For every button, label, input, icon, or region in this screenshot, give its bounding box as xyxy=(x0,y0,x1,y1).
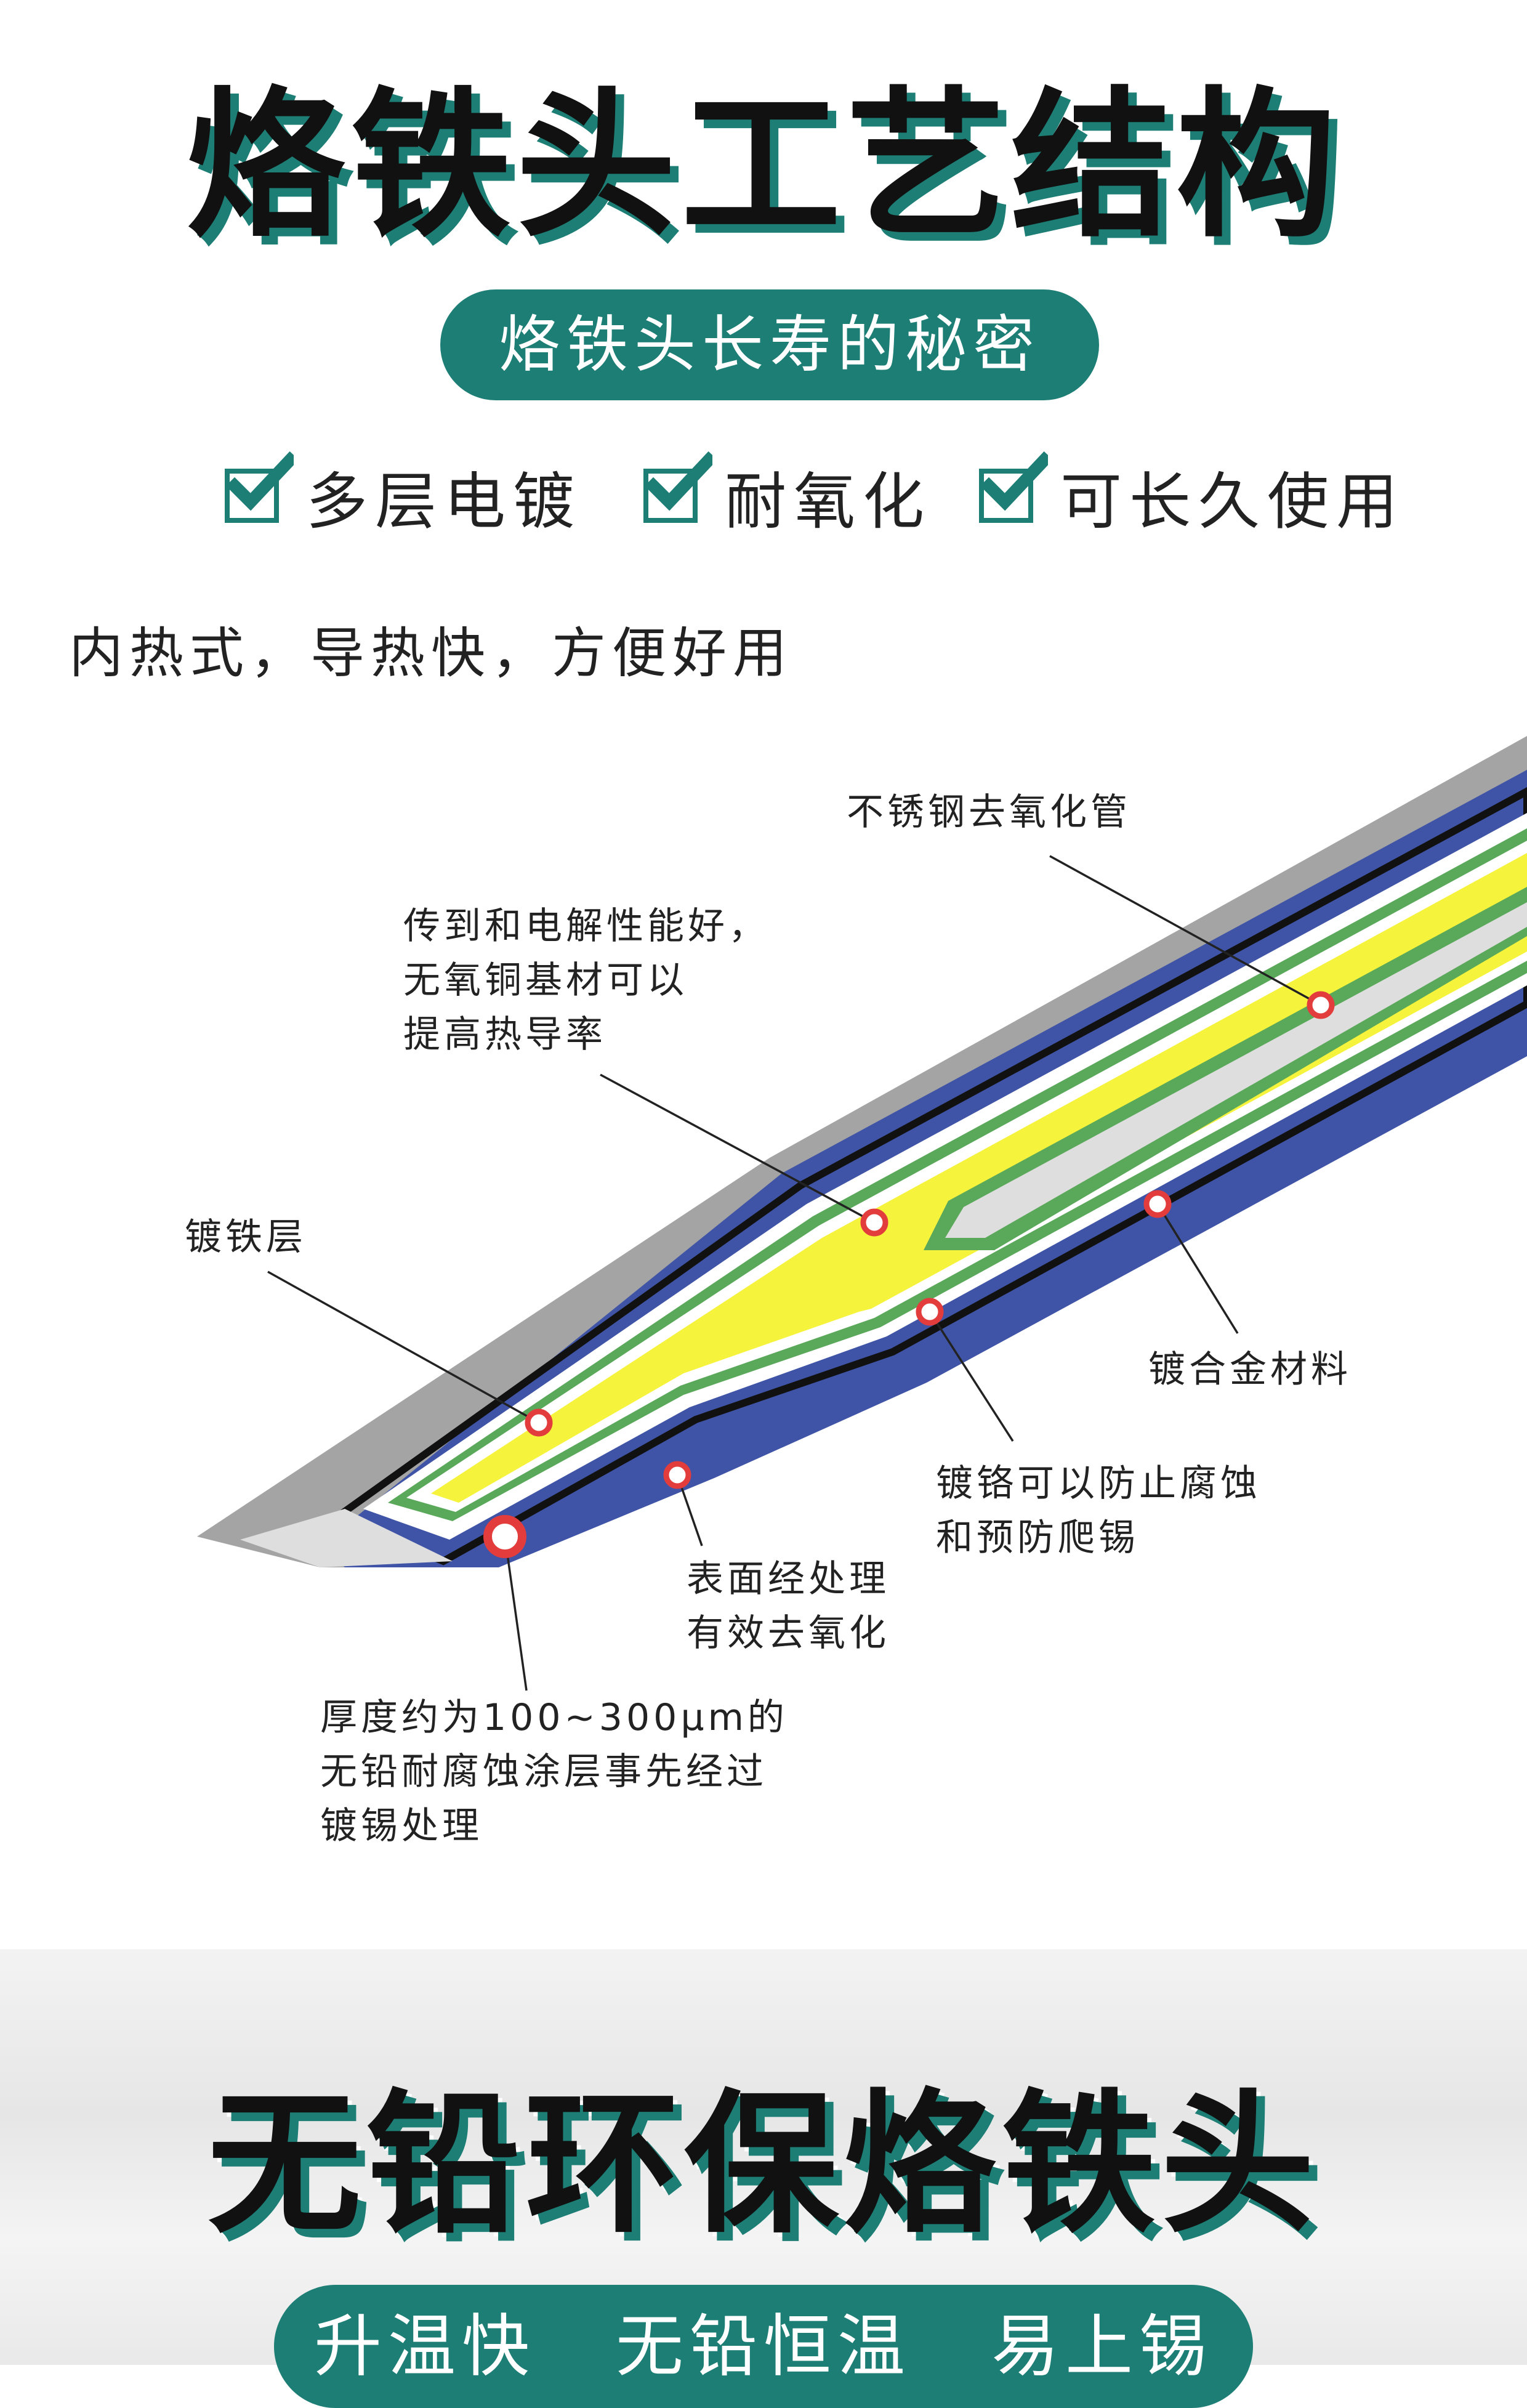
marker-copper-base xyxy=(860,1208,888,1237)
footer-title: 无铅环保烙铁头 xyxy=(207,2075,1320,2254)
tip-gray-wedge xyxy=(240,1509,453,1567)
marker-surface xyxy=(663,1461,691,1489)
feature-label: 多层电镀 xyxy=(306,465,582,538)
leader-lines xyxy=(267,855,1321,1691)
label-line: 提高热导率 xyxy=(403,1013,606,1056)
label-iron-layer: 镀铁层 xyxy=(185,1216,307,1259)
label-alloy-material: 镀合金材料 xyxy=(1148,1348,1352,1391)
marker-stainless-tube xyxy=(1307,991,1335,1019)
label-line: 表面经处理 xyxy=(687,1558,890,1601)
footer-feature: 易上锡 xyxy=(991,2307,1213,2386)
marker-chrome xyxy=(916,1298,944,1326)
checkmark-icon xyxy=(643,451,712,523)
label-line: 有效去氧化 xyxy=(687,1612,890,1655)
marker-alloy xyxy=(1143,1190,1172,1218)
label-stainless-tube: 不锈钢去氧化管 xyxy=(847,791,1131,834)
label-surface-treatment: 表面经处理 有效去氧化 xyxy=(687,1552,890,1660)
intro-text: 内热式，导热快，方便好用 xyxy=(69,621,794,685)
page-title: 烙铁头工艺结构 xyxy=(186,73,1341,259)
feature-item-oxidation: 耐氧化 xyxy=(643,451,932,539)
marker-iron-layer xyxy=(525,1408,553,1437)
feature-label: 耐氧化 xyxy=(725,465,932,538)
subtitle-pill: 烙铁头长寿的秘密 xyxy=(440,289,1099,400)
label-line: 传到和电解性能好， xyxy=(403,905,769,948)
label-line: 和预防爬锡 xyxy=(936,1516,1139,1559)
label-tin-coating: 厚度约为100~300μm的 无铅耐腐蚀涂层事先经过 镀锡处理 xyxy=(320,1691,788,1853)
label-line: 厚度约为100~300μm的 xyxy=(320,1696,788,1739)
callout-markers xyxy=(483,991,1335,1558)
footer-feature: 升温快 xyxy=(314,2307,536,2386)
stainless-tube xyxy=(945,902,1527,1238)
label-copper-base: 传到和电解性能好， 无氧铜基材可以 提高热导率 xyxy=(403,899,769,1062)
feature-label: 可长久使用 xyxy=(1060,465,1405,538)
footer-feature-pill: 升温快 无铅恒温 易上锡 xyxy=(274,2285,1253,2408)
label-line: 无铅耐腐蚀涂层事先经过 xyxy=(320,1750,767,1793)
checkmark-icon xyxy=(979,451,1048,523)
label-line: 镀铬可以防止腐蚀 xyxy=(936,1462,1261,1505)
label-line: 镀锡处理 xyxy=(320,1804,483,1848)
feature-item-multilayer: 多层电镀 xyxy=(225,451,582,539)
tip-cross-section-diagram xyxy=(197,736,1527,1691)
label-line: 无氧铜基材可以 xyxy=(403,959,688,1002)
label-chrome-layer: 镀铬可以防止腐蚀 和预防爬锡 xyxy=(936,1457,1261,1565)
footer-feature: 无铅恒温 xyxy=(616,2307,911,2386)
feature-item-durable: 可长久使用 xyxy=(979,451,1405,539)
yellow-copper-core xyxy=(431,853,1527,1503)
checkmark-icon xyxy=(225,451,294,523)
marker-tin-coating xyxy=(483,1515,526,1558)
